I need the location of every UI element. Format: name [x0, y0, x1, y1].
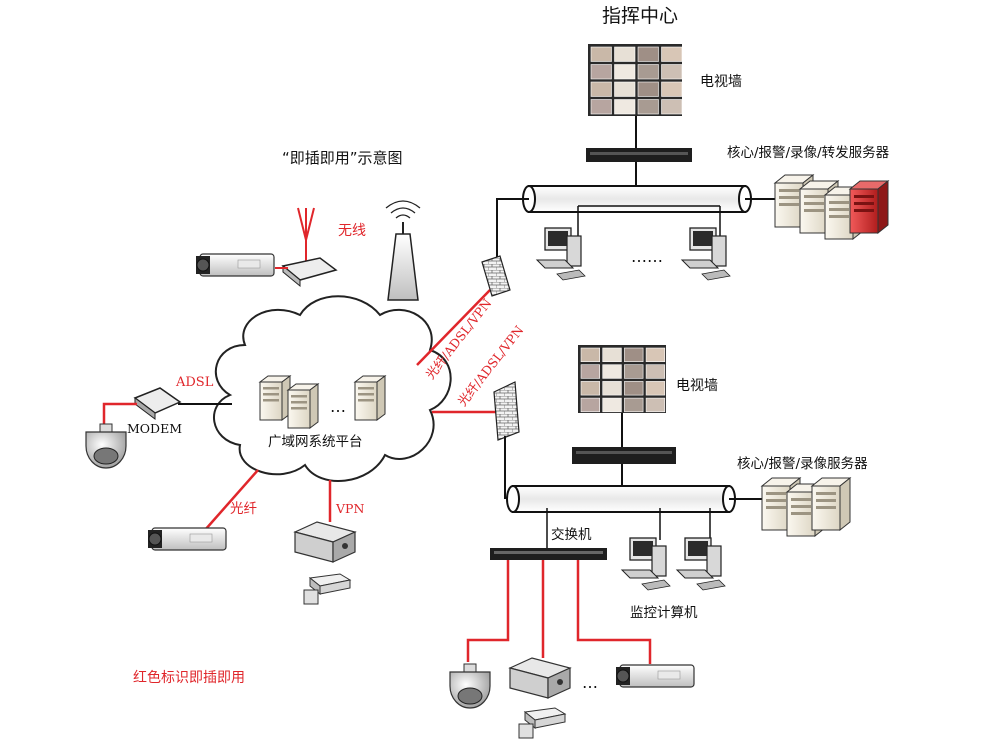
antenna-icon: [297, 207, 315, 250]
pc-ellipsis: ……: [631, 247, 663, 266]
video-wall-top-label: 电视墙: [700, 74, 742, 90]
camera-icon: [196, 253, 275, 277]
fiber-label: 光纤: [230, 501, 257, 517]
legend-text: 红色标识即插即用: [133, 669, 245, 686]
modem-icon: [133, 387, 182, 420]
wan-platform-label: 广域网系统平台: [268, 434, 363, 450]
firewall-icon: [481, 255, 511, 297]
box-camera-icon: [518, 707, 567, 739]
backbone-pipe-bottom: [506, 485, 736, 513]
monitor-pc: [535, 227, 586, 281]
command-center-title: 指挥中心: [602, 5, 678, 27]
video-encoder-icon: [293, 521, 357, 563]
wireless-tower-icon: [385, 200, 421, 301]
server-rack-bottom: [760, 476, 852, 538]
monitor-pc: [620, 537, 671, 591]
wan-ellipsis: …: [330, 397, 346, 416]
wan-server: [258, 375, 292, 421]
camera-icon: [148, 527, 227, 551]
vpn-label: VPN: [335, 501, 364, 516]
firewall-icon: [493, 381, 520, 441]
backbone-pipe-top: [522, 185, 752, 213]
server-rack-top: [773, 173, 890, 241]
dome-camera-icon: [85, 423, 127, 469]
network-switch-top: [586, 148, 692, 162]
bottom-ellipsis: …: [582, 673, 598, 692]
video-wall-top: [588, 44, 683, 116]
wireless-label: 无线: [338, 223, 366, 239]
wan-server: [286, 383, 320, 429]
monitor-pc: [675, 537, 726, 591]
monitor-pcs-label: 监控计算机: [630, 605, 698, 621]
camera-icon: [616, 664, 695, 688]
video-encoder-icon: [508, 657, 572, 699]
switch-label: 交换机: [551, 526, 592, 543]
modem-label: MODEM: [127, 421, 182, 436]
wan-cloud: [213, 295, 452, 482]
video-wall-bottom-label: 电视墙: [676, 378, 718, 394]
network-switch-mid: [572, 447, 676, 464]
access-switch: [490, 548, 607, 560]
wan-server: [353, 375, 387, 421]
adsl-label: ADSL: [175, 375, 214, 390]
box-camera-icon: [303, 573, 352, 605]
video-wall-bottom: [578, 345, 666, 413]
dome-camera-icon: [449, 663, 491, 709]
servers-bottom-label: 核心/报警/录像服务器: [737, 456, 868, 472]
servers-top-label: 核心/报警/录像/转发服务器: [727, 145, 890, 161]
monitor-pc: [680, 227, 731, 281]
diagram-title: “即插即用”示意图: [282, 149, 403, 167]
wireless-router-icon: [281, 257, 338, 288]
